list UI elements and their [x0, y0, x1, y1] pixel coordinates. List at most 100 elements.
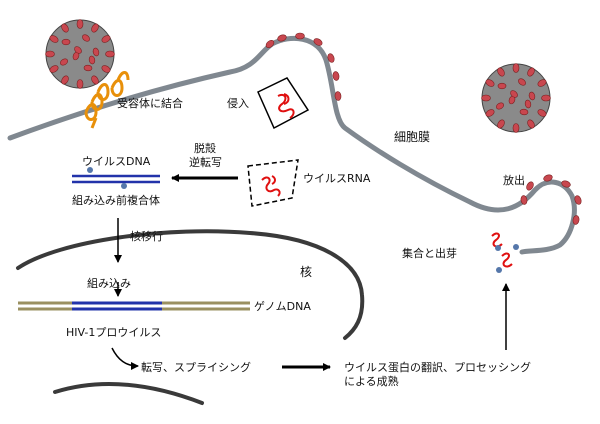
- assembly-rna-1: [491, 232, 503, 248]
- dna-protein-dot: [121, 183, 127, 189]
- spike-glycoprotein: [510, 90, 518, 98]
- virion-spikes: [45, 19, 115, 89]
- spike-glycoprotein: [485, 79, 495, 87]
- label-entry: 侵入: [227, 97, 249, 110]
- viral-rna-icon: [261, 175, 281, 197]
- nucleus-envelope-bottom: [53, 382, 204, 405]
- spike-glycoprotein: [543, 174, 553, 182]
- released-virion-spikes: [481, 63, 551, 133]
- spike-glycoprotein: [313, 38, 323, 46]
- receptor-coil: [84, 83, 110, 121]
- label-integration: 組み込み: [87, 277, 131, 290]
- receptor-coil-2: [110, 71, 130, 97]
- label-receptor-binding: 受容体に結合: [117, 96, 183, 110]
- label-uncoating: 脱殻: [194, 141, 216, 155]
- label-viral-dna: ウイルスDNA: [82, 155, 151, 168]
- spike-glycoprotein: [485, 109, 495, 117]
- spike-glycoprotein: [537, 109, 547, 117]
- virion-binding: [45, 19, 115, 89]
- spike-glycoprotein: [541, 94, 551, 102]
- genome-dna: [18, 301, 250, 311]
- spike-glycoprotein: [537, 79, 547, 87]
- spike-glycoprotein: [524, 99, 532, 109]
- assembly-rna-2: [501, 252, 513, 268]
- spike-glycoprotein: [76, 79, 84, 89]
- spike-glycoprotein: [91, 75, 99, 85]
- spike-glycoprotein: [74, 46, 82, 54]
- spike-glycoprotein: [495, 102, 505, 110]
- spike-glycoprotein: [572, 215, 580, 225]
- entry-rna-icon: [277, 93, 295, 119]
- entry-vesicle: [257, 77, 310, 130]
- label-viral-rna: ウイルスRNA: [303, 172, 371, 185]
- spike-glycoprotein: [49, 35, 59, 43]
- label-assembly-budding: 集合と出芽: [402, 246, 457, 260]
- spike-glycoprotein: [512, 123, 520, 133]
- spike-glycoprotein: [101, 65, 111, 73]
- arrow-transcription: [111, 347, 139, 370]
- spike-glycoprotein: [61, 38, 71, 46]
- spike-glycoprotein: [265, 40, 275, 48]
- spike-glycoprotein: [497, 119, 505, 129]
- virion-released: [481, 63, 551, 133]
- cell-membrane-line: [7, 35, 577, 255]
- spike-glycoprotein: [61, 75, 69, 85]
- membrane-spikes-budding: [520, 174, 582, 225]
- assembly-protein-dot: [496, 267, 502, 273]
- spike-glycoprotein: [59, 58, 69, 66]
- label-preintegration-complex: 組み込み前複合体: [72, 193, 160, 207]
- spike-glycoprotein: [105, 50, 115, 58]
- label-cell-membrane: 細胞膜: [394, 130, 430, 144]
- spike-glycoprotein: [526, 181, 534, 191]
- spike-glycoprotein: [295, 32, 305, 40]
- spike-glycoprotein: [481, 94, 491, 102]
- spike-glycoprotein: [327, 53, 335, 63]
- spike-glycoprotein: [82, 34, 90, 42]
- spike-glycoprotein: [518, 78, 526, 86]
- spike-glycoprotein: [88, 55, 96, 65]
- assembly-protein-dot: [513, 244, 519, 250]
- spike-glycoprotein: [519, 108, 529, 116]
- spike-glycoprotein: [91, 23, 99, 33]
- spike-glycoprotein: [561, 180, 571, 188]
- label-genomic-dna: ゲノムDNA: [254, 300, 311, 313]
- label-translation-line1: ウイルス蛋白の翻訳、プロセッシング: [344, 360, 531, 374]
- spike-glycoprotein: [49, 65, 59, 73]
- spike-glycoprotein: [528, 91, 536, 101]
- viral-rna-shape: [247, 159, 299, 207]
- spike-glycoprotein: [76, 19, 84, 29]
- spike-glycoprotein: [277, 34, 287, 42]
- viral-rna-uncoating: [247, 159, 299, 207]
- assembly-protein-dot: [495, 245, 501, 251]
- spike-glycoprotein: [101, 35, 111, 43]
- viral-dna-strands: [72, 167, 160, 189]
- spike-glycoprotein: [497, 82, 507, 90]
- spike-glycoprotein: [512, 63, 520, 73]
- label-release: 放出: [503, 173, 525, 187]
- label-translation-line2: による成熟: [344, 374, 399, 388]
- spike-glycoprotein: [45, 50, 55, 58]
- label-transcription-splicing: 転写、スプライシング: [141, 360, 251, 374]
- nucleus-envelope-top: [16, 229, 365, 340]
- released-virion-body: [481, 63, 551, 133]
- spike-glycoprotein: [61, 23, 69, 33]
- assembly-components: [491, 232, 519, 273]
- virion-body: [45, 19, 115, 89]
- spike-glycoprotein: [527, 119, 535, 129]
- spike-glycoprotein: [83, 64, 93, 72]
- label-provirus: HIV-1プロウイルス: [66, 326, 161, 339]
- label-reverse-transcription: 逆転写: [189, 155, 222, 169]
- receptor-stem: [90, 117, 98, 129]
- spike-glycoprotein: [497, 67, 505, 77]
- membrane-spikes-entry: [265, 32, 342, 101]
- dna-protein-dot: [87, 167, 93, 173]
- spike-glycoprotein: [520, 195, 528, 205]
- spike-glycoprotein: [527, 67, 535, 77]
- label-nuclear-import: 核移行: [130, 229, 163, 243]
- spike-glycoprotein: [334, 91, 342, 101]
- spike-glycoprotein: [92, 47, 100, 57]
- spike-glycoprotein: [574, 195, 582, 205]
- spike-glycoprotein: [332, 71, 340, 81]
- label-nucleus: 核: [300, 265, 312, 279]
